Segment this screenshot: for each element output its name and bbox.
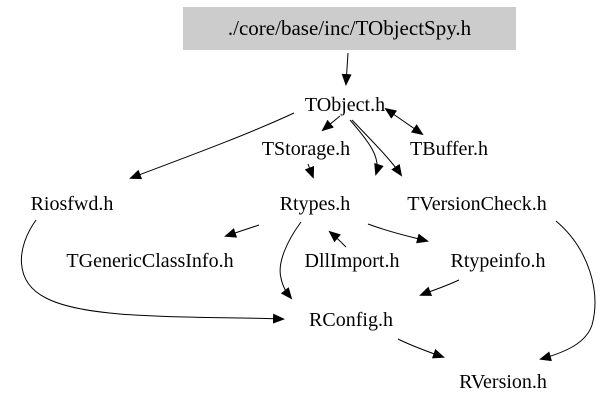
node-rtypes-h[interactable]: Rtypes.h bbox=[279, 193, 351, 215]
edge-tversioncheck-to-rversion bbox=[539, 220, 596, 362]
edge-tobject-to-rtypes bbox=[349, 119, 384, 176]
node-dllimport-h[interactable]: DllImport.h bbox=[304, 250, 400, 272]
edge-rtypes-to-rtypeinfo bbox=[367, 223, 429, 244]
node-tbuffer-h[interactable]: TBuffer.h bbox=[410, 138, 488, 160]
edge-tobject-to-tversioncheck bbox=[351, 119, 403, 177]
node-rconfig-h[interactable]: RConfig.h bbox=[309, 309, 393, 331]
node-tgenericclassinfo-h[interactable]: TGenericClassInfo.h bbox=[66, 250, 234, 272]
edge-rtypeinfo-to-rconfig bbox=[419, 279, 460, 296]
edge-tobjectspy-to-tobject bbox=[341, 52, 352, 86]
edge-rtypes-to-rconfig bbox=[279, 221, 302, 300]
edge-tstorage-to-rtypes bbox=[304, 163, 315, 179]
node-riosfwd-h[interactable]: Riosfwd.h bbox=[30, 193, 114, 215]
node-tobjectspy-title: ./core/base/inc/TObjectSpy.h bbox=[183, 7, 516, 50]
node-tstorage-h[interactable]: TStorage.h bbox=[261, 138, 351, 160]
edge-rtypes-to-tgenericclassinfo bbox=[224, 224, 260, 238]
node-rtypeinfo-h[interactable]: Rtypeinfo.h bbox=[450, 250, 546, 272]
node-rversion-h[interactable]: RVersion.h bbox=[459, 371, 547, 393]
edge-tobject-tbuffer-mutual bbox=[384, 107, 424, 136]
edge-riosfwd-to-rconfig bbox=[20, 219, 285, 324]
node-tversioncheck-h[interactable]: TVersionCheck.h bbox=[407, 193, 547, 215]
edge-tobject-to-riosfwd bbox=[129, 112, 295, 180]
edge-dllimport-to-rtypes bbox=[328, 230, 347, 248]
edge-tobject-to-tstorage bbox=[321, 115, 341, 132]
node-tobject-h[interactable]: TObject.h bbox=[304, 94, 386, 116]
edge-rconfig-to-rversion bbox=[397, 338, 445, 359]
